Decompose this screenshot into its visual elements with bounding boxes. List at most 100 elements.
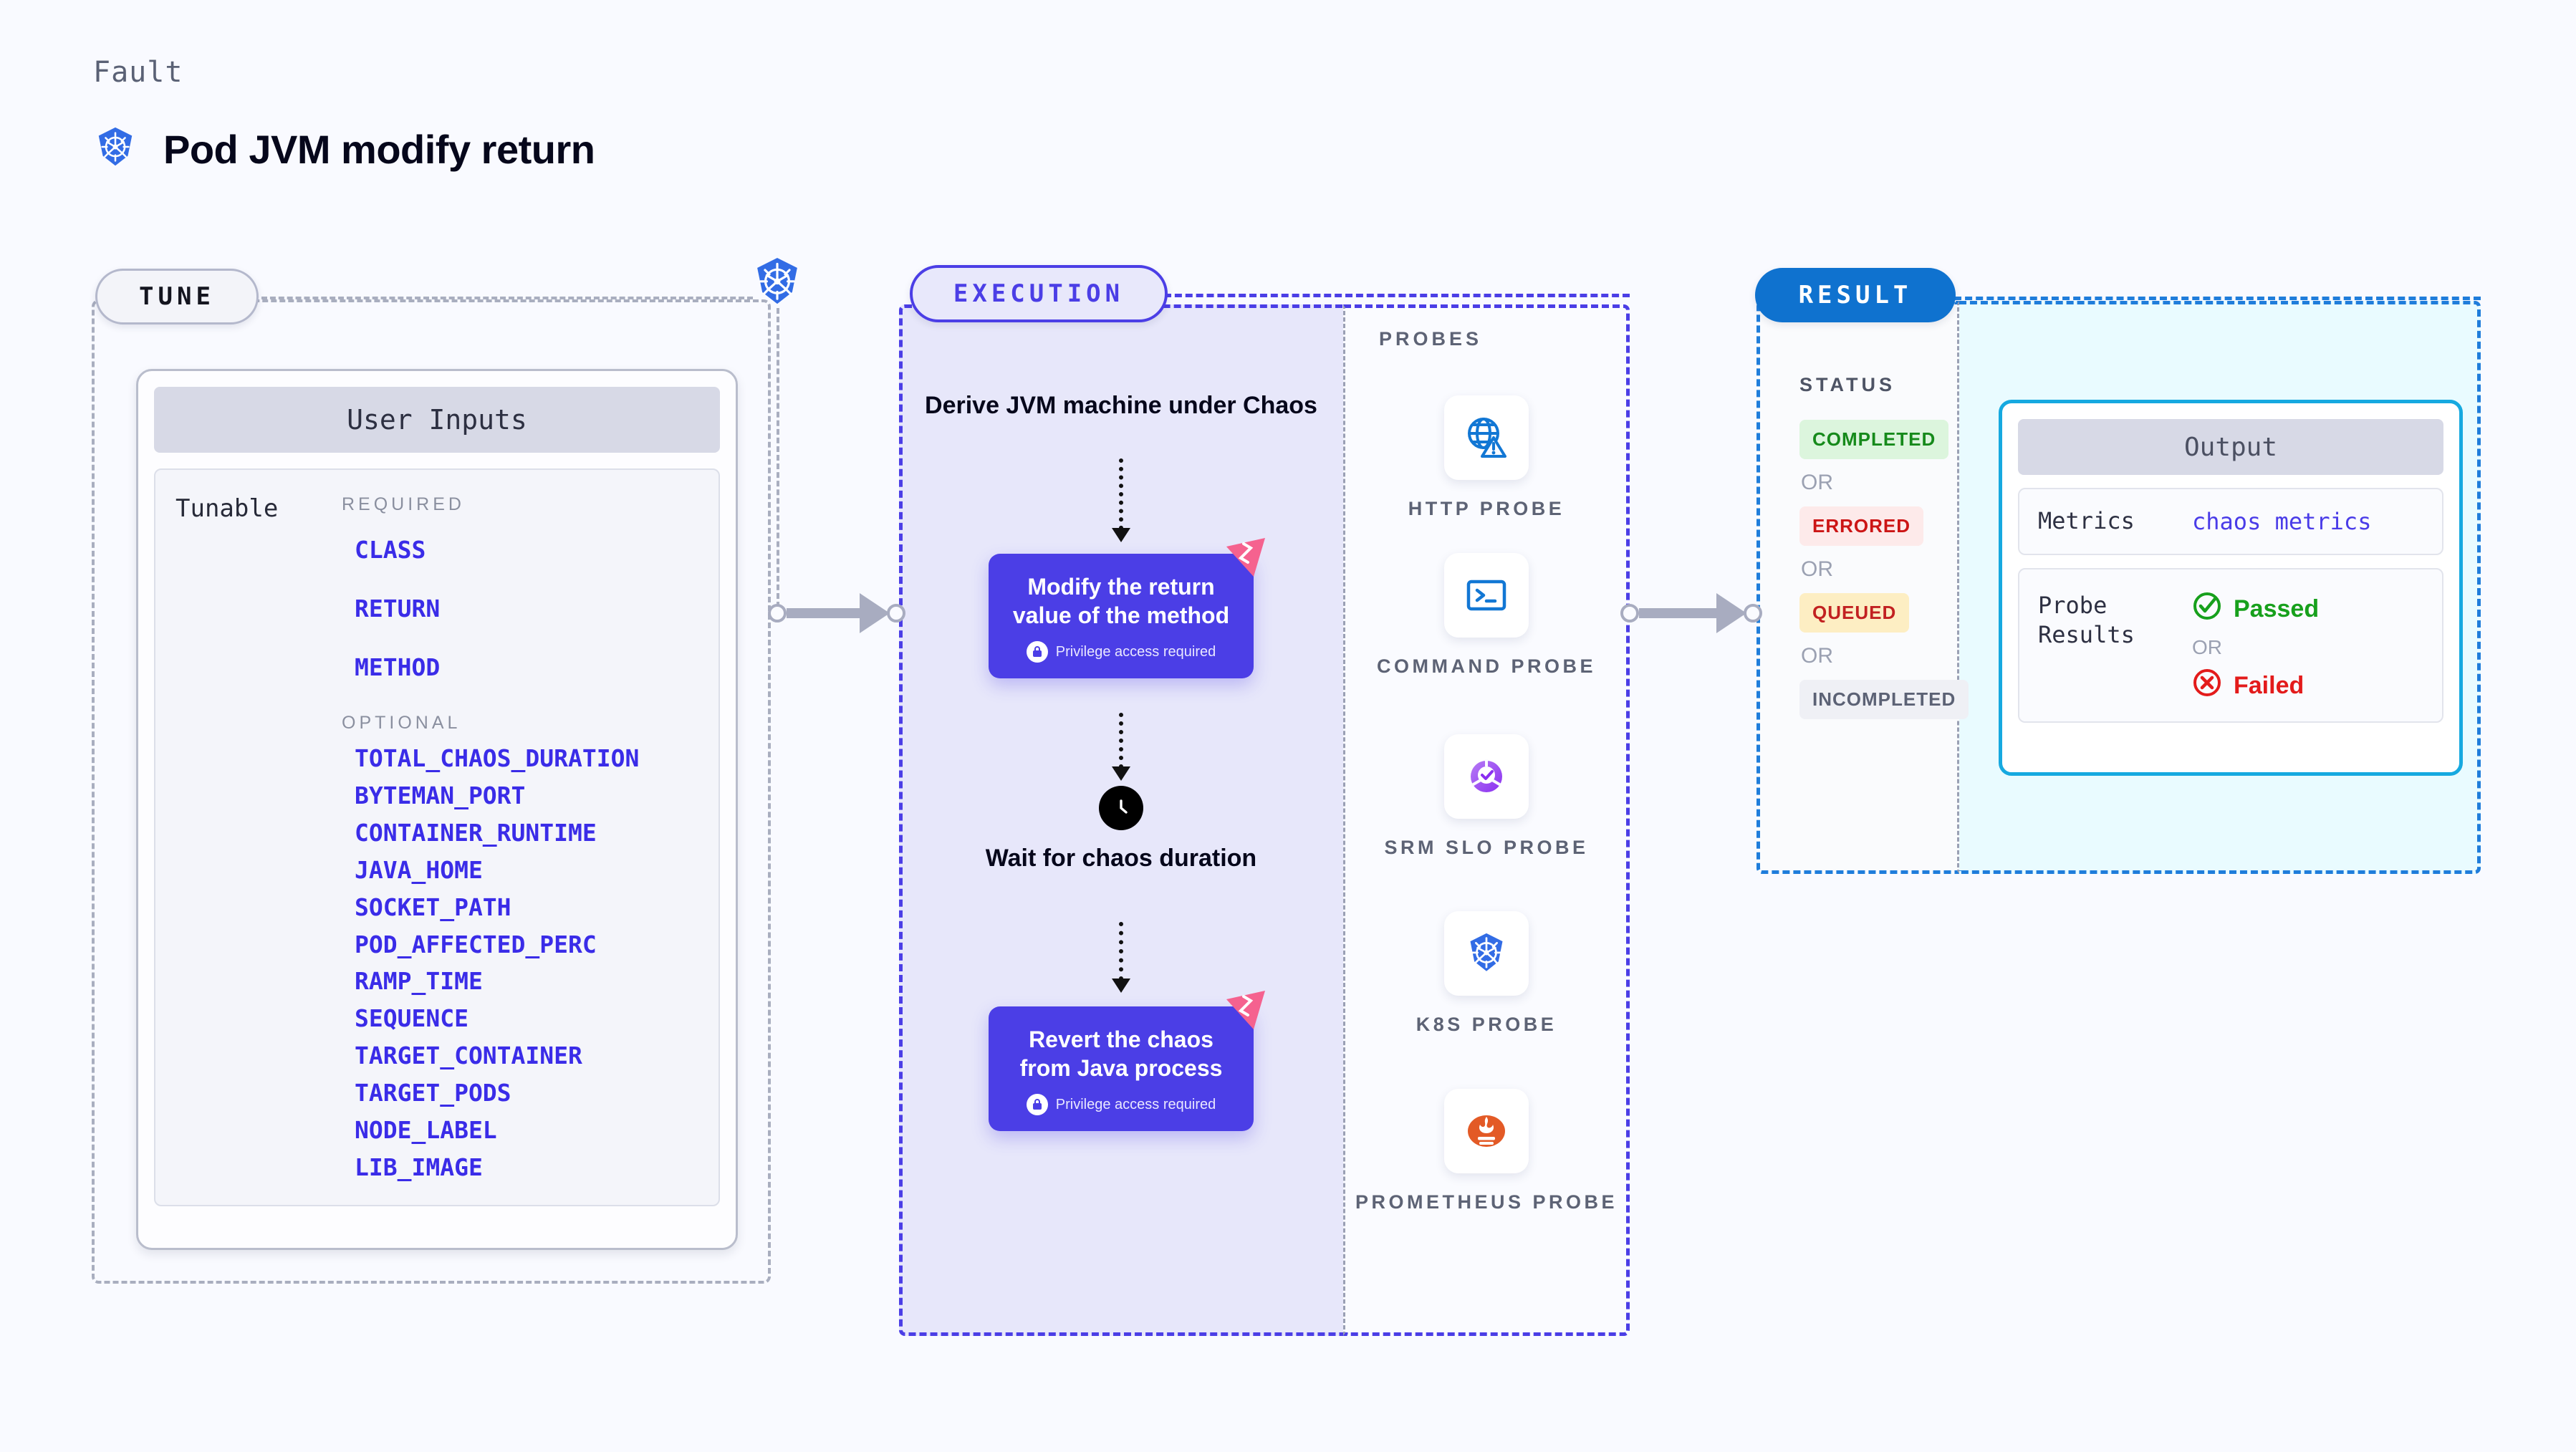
probes-section-label: PROBES: [1379, 328, 1483, 350]
status-or-label: OR: [1801, 644, 1833, 668]
connector-start-dot: [768, 604, 787, 622]
execution-card-modify-return[interactable]: Modify the return value of the method Pr…: [989, 538, 1265, 678]
kubernetes-icon: [1444, 911, 1529, 996]
optional-section-label: OPTIONAL: [342, 712, 461, 733]
derive-step-title: Derive JVM machine under Chaos: [925, 392, 1317, 419]
probe-item-prometheus[interactable]: PROMETHEUS PROBE: [1343, 1089, 1630, 1215]
clock-icon: [1099, 786, 1143, 830]
probe-result-failed: Failed: [2192, 668, 2319, 704]
tune-leader-line: [261, 297, 753, 299]
status-badge-errored: ERRORED: [1799, 506, 1924, 546]
status-or-label: OR: [1801, 557, 1833, 581]
connector-tune-to-execution: [768, 593, 905, 633]
probe-results-values: Passed OR Failed: [2192, 591, 2319, 704]
status-badge-incompleted: INCOMPLETED: [1799, 680, 1969, 719]
user-inputs-body: Tunable REQUIRED CLASS RETURN METHOD OPT…: [154, 468, 720, 1206]
output-card-title: Output: [2018, 419, 2443, 475]
stage-pill-result[interactable]: RESULT: [1755, 268, 1956, 322]
status-badge-queued: QUEUED: [1799, 593, 1910, 633]
param-item[interactable]: JAVA_HOME: [355, 855, 483, 884]
param-item[interactable]: TARGET_CONTAINER: [355, 1042, 582, 1070]
connector-start-dot: [1620, 604, 1639, 622]
param-item[interactable]: RAMP_TIME: [355, 967, 483, 996]
flow-connector-line: [1119, 713, 1123, 769]
tune-panel: [92, 299, 771, 1284]
flow-connector-line: [1119, 458, 1123, 530]
flow-arrowhead: [1112, 979, 1130, 993]
srm-slo-icon: [1444, 734, 1529, 819]
connector-shaft: [787, 608, 861, 618]
connector-execution-to-result: [1620, 593, 1762, 633]
execution-card-title: Revert the chaos from Java process: [1019, 1027, 1223, 1081]
status-or-label: OR: [1801, 471, 1833, 494]
kubernetes-icon: [93, 125, 138, 173]
check-circle-icon: [2192, 591, 2222, 628]
probe-result-or-label: OR: [2192, 635, 2222, 658]
param-item[interactable]: RETURN: [355, 594, 441, 622]
param-item[interactable]: SEQUENCE: [355, 1004, 468, 1033]
probe-item-command[interactable]: COMMAND PROBE: [1343, 553, 1630, 679]
user-inputs-title: User Inputs: [154, 387, 720, 453]
probe-item-srm-slo[interactable]: SRM SLO PROBE: [1343, 734, 1630, 860]
privilege-note: Privilege access required: [1003, 641, 1239, 663]
flow-arrowhead: [1112, 528, 1130, 542]
globe-warning-icon: [1444, 395, 1529, 480]
flow-arrowhead: [1112, 766, 1130, 781]
connector-arrowhead: [860, 593, 890, 633]
probe-label: PROMETHEUS PROBE: [1355, 1191, 1618, 1213]
execution-flow: Derive JVM machine under Chaos Modify th…: [899, 304, 1343, 1336]
lock-icon: [1026, 1094, 1048, 1115]
connector-arrowhead: [1716, 593, 1746, 633]
param-item[interactable]: TARGET_PODS: [355, 1079, 511, 1107]
probe-label: HTTP PROBE: [1408, 498, 1565, 519]
param-item[interactable]: METHOD: [355, 653, 441, 681]
param-item[interactable]: NODE_LABEL: [355, 1116, 497, 1145]
execution-leader-line: [1164, 294, 1630, 297]
stage-pill-tune[interactable]: TUNE: [95, 269, 259, 324]
param-item[interactable]: SOCKET_PATH: [355, 893, 511, 921]
connector-end-dot: [887, 604, 905, 622]
probe-item-http[interactable]: HTTP PROBE: [1343, 395, 1630, 521]
probe-label: SRM SLO PROBE: [1384, 837, 1589, 858]
wait-step-title: Wait for chaos duration: [985, 845, 1257, 872]
required-params-list: CLASS RETURN METHOD: [355, 537, 719, 681]
fault-title-row: Pod JVM modify return: [93, 125, 595, 173]
parameters-column: REQUIRED CLASS RETURN METHOD OPTIONAL TO…: [335, 494, 719, 1205]
result-leader-line: [1954, 297, 2481, 300]
status-badge-completed: COMPLETED: [1799, 420, 1949, 459]
connector-shaft: [1639, 608, 1718, 618]
passed-label: Passed: [2234, 595, 2320, 622]
execution-card-revert-chaos[interactable]: Revert the chaos from Java process Privi…: [989, 991, 1265, 1131]
terminal-icon: [1444, 553, 1529, 638]
kubernetes-icon: [749, 254, 805, 310]
status-stack: COMPLETED OR ERRORED OR QUEUED OR INCOMP…: [1799, 420, 1971, 719]
param-item[interactable]: TOTAL_CHAOS_DURATION: [355, 744, 640, 772]
connector-end-dot: [1744, 604, 1762, 622]
param-item[interactable]: CLASS: [355, 536, 426, 564]
param-item[interactable]: BYTEMAN_PORT: [355, 781, 526, 809]
status-section-label: STATUS: [1799, 374, 1895, 395]
stage-pill-execution[interactable]: EXECUTION: [910, 265, 1168, 322]
metrics-value[interactable]: chaos metrics: [2192, 507, 2372, 535]
optional-params-list: TOTAL_CHAOS_DURATION BYTEMAN_PORT CONTAI…: [355, 744, 719, 1182]
lock-icon: [1026, 641, 1048, 663]
output-row-metrics: Metrics chaos metrics: [2018, 488, 2443, 555]
metrics-key: Metrics: [2038, 507, 2135, 534]
litmus-chaos-icon: [1222, 537, 1269, 578]
fault-kicker: Fault: [93, 56, 183, 89]
litmus-chaos-icon: [1222, 989, 1269, 1031]
param-item[interactable]: POD_AFFECTED_PERC: [355, 930, 597, 958]
param-item[interactable]: CONTAINER_RUNTIME: [355, 818, 597, 847]
tune-vertical-dash: [777, 308, 779, 607]
param-item[interactable]: LIB_IMAGE: [355, 1153, 483, 1182]
prometheus-icon: [1444, 1089, 1529, 1173]
flow-connector-line: [1119, 922, 1123, 981]
probe-item-k8s[interactable]: K8S PROBE: [1343, 911, 1630, 1037]
page-title: Pod JVM modify return: [163, 127, 595, 172]
probe-label: K8S PROBE: [1416, 1014, 1557, 1035]
privilege-note-text: Privilege access required: [1055, 1096, 1216, 1112]
probe-result-passed: Passed: [2192, 591, 2319, 628]
